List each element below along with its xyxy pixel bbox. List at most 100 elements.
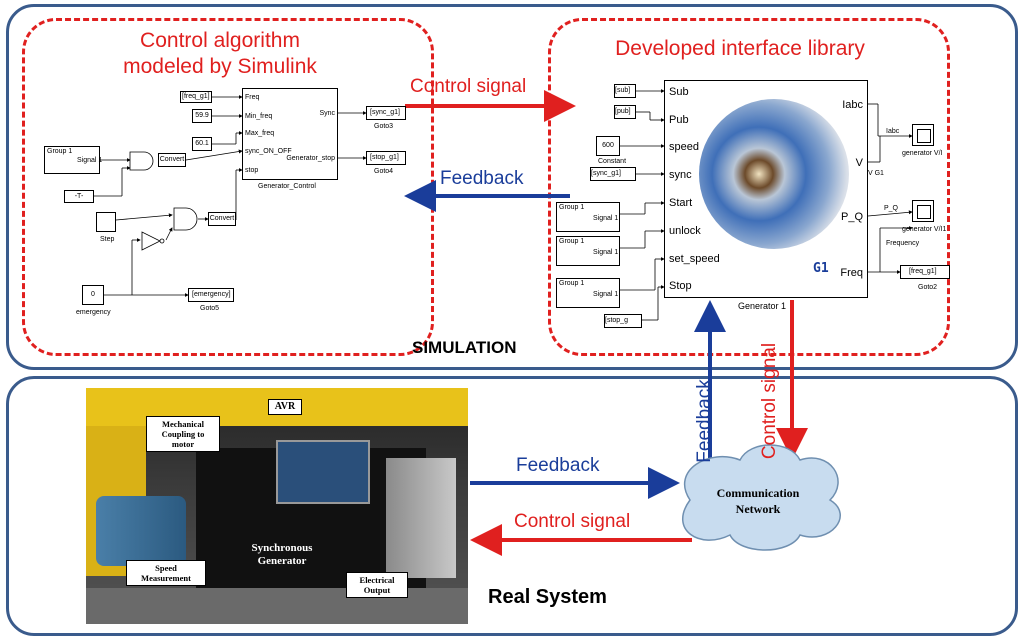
convert-block-2[interactable]: Convert	[208, 212, 236, 226]
callout-speed-measurement: Speed Measurement	[126, 560, 206, 586]
vg1-line-label: V G1	[868, 170, 884, 177]
gc-output-stop: Generator_stop	[286, 155, 335, 162]
gc-input-sync: sync_ON_OFF	[245, 148, 292, 155]
callout-synchronous-generator: Synchronous Generator	[251, 542, 313, 567]
group-block-3-signal: Signal 1	[593, 291, 619, 298]
generator-control-name: Generator_Control	[258, 183, 316, 190]
const-600-block[interactable]: 600	[596, 136, 620, 156]
pq-line-label: P_Q	[884, 205, 899, 212]
photo-avr-board	[276, 440, 370, 504]
simulation-label: SIMULATION	[412, 338, 517, 357]
from-freq-label: [freq_g1]	[182, 93, 210, 100]
control-signal-label-vertical: Control signal	[759, 342, 780, 460]
const-60-1-value: 60.1	[195, 140, 209, 147]
const-60-1-block[interactable]: 60.1	[192, 137, 212, 151]
group-block-3-label: Group 1	[559, 280, 585, 287]
goto-sync-block[interactable]: [sync_g1]	[366, 106, 406, 120]
group-block-1[interactable]: Group 1 Signal 1	[556, 202, 620, 232]
goto3-label: Goto3	[374, 123, 394, 130]
gc-input-stop: stop	[245, 167, 259, 174]
from-pub-label: [pub]	[615, 108, 631, 115]
gen-input-speed: speed	[669, 141, 699, 153]
gen-input-start: Start	[669, 197, 693, 209]
photo-terminal-box	[386, 458, 456, 578]
from-sub-block[interactable]: [sub]	[614, 84, 636, 98]
from-stop-label: [stop_g	[605, 317, 628, 324]
goto-freq-label: [freq_g1]	[909, 268, 937, 275]
const-0-value: 0	[91, 291, 95, 298]
goto-stop-block[interactable]: [stop_g1]	[366, 151, 406, 165]
convert-2-label: Convert	[209, 215, 235, 222]
and-gate-1	[129, 151, 154, 171]
gen-output-iabc: Iabc	[842, 99, 863, 111]
group-block-2-label: Group 1	[559, 238, 585, 245]
real-system-photo	[86, 388, 468, 624]
real-system-label: Real System	[488, 586, 607, 608]
convert-block-1[interactable]: Convert	[158, 153, 186, 167]
gen-input-unlock: unlock	[669, 225, 701, 237]
network-cloud	[682, 444, 841, 551]
goto-sync-label: [sync_g1]	[370, 109, 400, 116]
from-sync-label: [sync_g1]	[591, 170, 621, 177]
photo-motor	[96, 496, 186, 566]
g1-label: G1	[813, 261, 829, 276]
group-1-label: Group 1	[47, 148, 73, 155]
scope-2[interactable]	[912, 200, 934, 222]
gen-output-pq: P_Q	[840, 211, 863, 223]
emergency-label: emergency	[76, 309, 111, 316]
gen-output-freq: Freq	[840, 267, 863, 279]
goto2-label: Goto2	[918, 284, 938, 291]
interface-library-title: Developed interface library	[615, 37, 865, 60]
generator-image	[699, 99, 849, 249]
callout-avr: AVR	[268, 399, 302, 415]
interface-library-region	[548, 18, 950, 356]
group-block-2[interactable]: Group 1 Signal 1	[556, 236, 620, 266]
gen-output-v: V	[855, 157, 863, 169]
not-gate	[141, 231, 161, 251]
const-600-value: 600	[602, 142, 614, 149]
const-59-9-value: 59.9	[195, 112, 209, 119]
gen-input-sub: Sub	[669, 86, 689, 98]
control-algorithm-title-line2: modeled by Simulink	[123, 55, 317, 78]
from-stop-block[interactable]: [stop_g	[604, 314, 642, 328]
network-line2: Network	[735, 502, 781, 516]
const-59-9-block[interactable]: 59.9	[192, 109, 212, 123]
frequency-line-label: Frequency	[886, 240, 920, 247]
goto-emergency-label: [emergency]	[192, 291, 231, 298]
control-algorithm-title: Control algorithm modeled by Simulink	[70, 28, 370, 80]
group-block-3[interactable]: Group 1 Signal 1	[556, 278, 620, 308]
generator-control-block[interactable]: Freq Min_freq Max_freq sync_ON_OFF stop …	[242, 88, 338, 180]
generator-1-block[interactable]: Sub Pub speed sync Start unlock set_spee…	[664, 80, 868, 298]
from-sync-block[interactable]: [sync_g1]	[590, 167, 636, 181]
gen-input-set-speed: set_speed	[669, 253, 720, 265]
iabc-line-label: Iabc	[886, 128, 900, 135]
feedback-label-vertical: Feedback	[694, 379, 715, 463]
step-label: Step	[100, 236, 115, 243]
from-pub-block[interactable]: [pub]	[614, 105, 636, 119]
photo-base	[86, 588, 468, 624]
from-sub-label: [sub]	[615, 87, 631, 94]
control-signal-label-bottom: Control signal	[514, 511, 631, 532]
control-signal-label-top: Control signal	[410, 76, 527, 97]
goto-freq-block[interactable]: [freq_g1]	[900, 265, 950, 279]
callout-mechanical-coupling: Mechanical Coupling to motor	[146, 416, 220, 452]
group-block-2-signal: Signal 1	[593, 249, 619, 256]
goto-emergency-block[interactable]: [emergency]	[188, 288, 234, 302]
gen-input-stop: Stop	[669, 280, 692, 292]
group-block-1-signal: Signal 1	[593, 215, 619, 222]
gc-input-max-freq: Max_freq	[245, 130, 275, 137]
from-freq-block[interactable]: [freq_g1]	[180, 91, 212, 103]
const-0-block[interactable]: 0	[82, 285, 104, 305]
group-signal-block[interactable]: Group 1 Signal 1	[44, 146, 102, 174]
goto-stop-label: [stop_g1]	[370, 154, 399, 161]
gen-input-sync: sync	[669, 169, 692, 181]
from-t-block[interactable]: -T-	[64, 190, 94, 203]
gc-input-min-freq: Min_freq	[245, 113, 273, 120]
scope-1[interactable]	[912, 124, 934, 146]
simulation-panel	[6, 4, 1018, 370]
from-t-label: -T-	[74, 193, 84, 200]
generator-1-name: Generator 1	[738, 301, 787, 311]
step-block[interactable]	[96, 212, 116, 232]
gen-input-pub: Pub	[669, 114, 689, 126]
